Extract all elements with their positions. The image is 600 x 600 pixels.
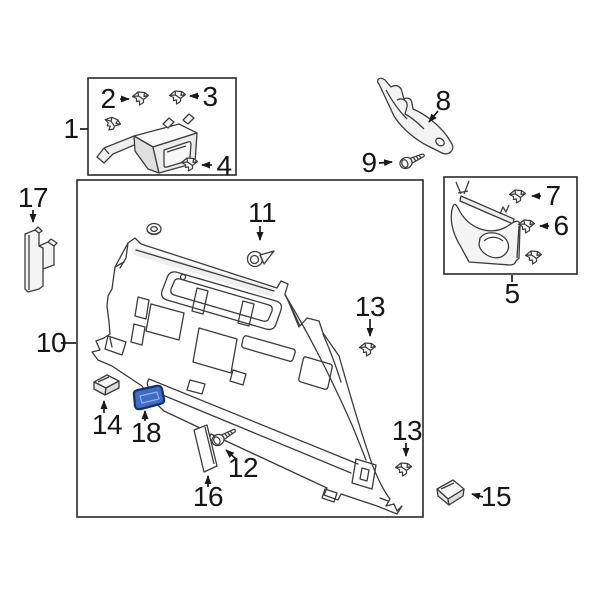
screw-icon (397, 149, 428, 172)
callout-label-6: 6 (553, 210, 569, 241)
highlighted-bezel-part-18 (132, 384, 166, 411)
quarter-trim-panel-box (61, 179, 424, 518)
callout-label-15: 15 (480, 481, 512, 512)
quarter-vent-trim-box (443, 176, 578, 282)
callout-label-13-lower: 13 (391, 415, 423, 446)
callout-label-3: 3 (202, 81, 218, 112)
leader-lines-8-9 (378, 110, 439, 167)
bracket-part-17 (24, 226, 58, 293)
callout-label-8: 8 (435, 85, 451, 116)
leader-lines-main (100, 226, 410, 487)
pillar-trim-kit-box (80, 77, 237, 176)
callout-label-16: 16 (192, 481, 224, 512)
callout-label-10: 10 (35, 327, 67, 358)
callout-label-1: 1 (63, 113, 79, 144)
filler-plate-part-16 (193, 424, 218, 473)
callout-label-9: 9 (361, 147, 377, 178)
callout-label-12: 12 (227, 452, 259, 483)
support-bracket-part (376, 77, 454, 155)
quarter-vent-trim-part (450, 180, 521, 266)
quarter-trim-panel-part (91, 237, 403, 515)
callout-label-11: 11 (247, 197, 277, 228)
small-cover-part-14 (93, 374, 120, 396)
grommet-icon (146, 222, 162, 236)
callout-label-13-upper: 13 (354, 291, 386, 322)
callout-label-18: 18 (130, 417, 162, 448)
callout-label-5: 5 (504, 278, 520, 309)
leader-lines-box5 (511, 192, 549, 282)
callout-label-14: 14 (91, 409, 123, 440)
access-cover-part-15 (436, 479, 465, 506)
leader-lines-box1 (80, 92, 212, 169)
leader-line-15 (471, 492, 484, 500)
callout-label-4: 4 (216, 150, 232, 181)
callout-label-17: 17 (17, 182, 49, 213)
callout-label-7: 7 (545, 180, 561, 211)
callout-label-2: 2 (100, 83, 116, 114)
push-pin-icon (246, 250, 275, 268)
